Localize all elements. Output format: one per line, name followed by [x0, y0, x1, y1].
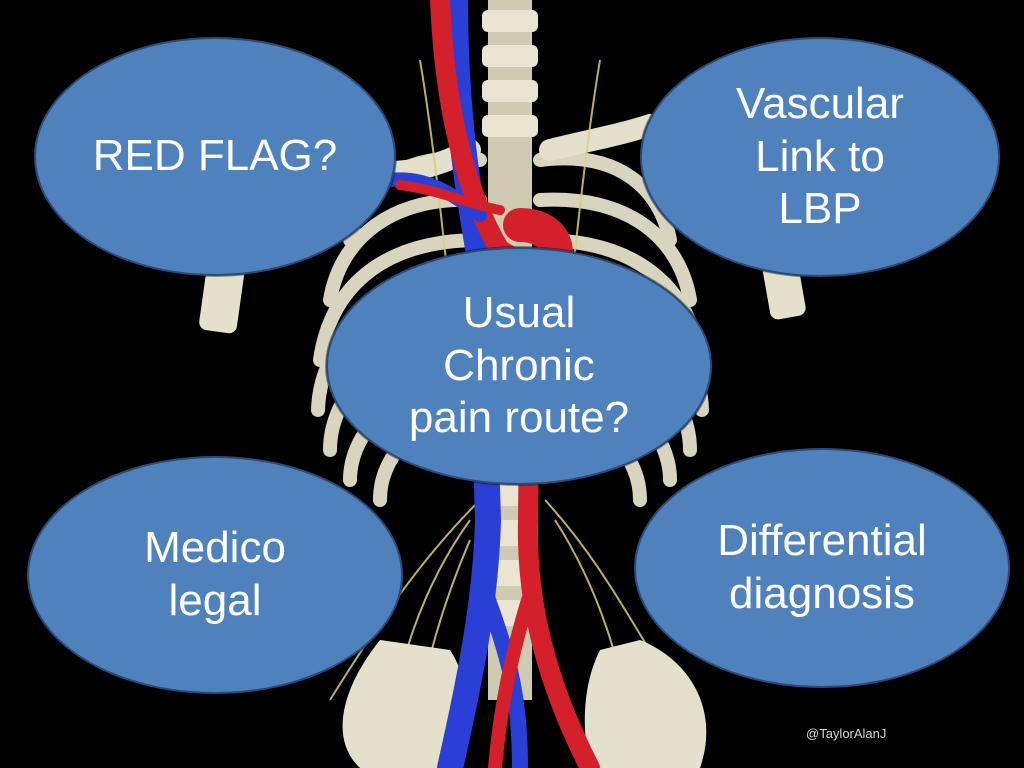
bubble-medico-legal-label: Medico legal	[144, 523, 286, 625]
author-credit: @TaylorAlanJ	[806, 726, 887, 741]
bubble-medico-legal: Medico legal	[27, 456, 403, 694]
bubble-differential-diagnosis: Differential diagnosis	[634, 448, 1010, 688]
bubble-differential-diagnosis-label: Differential diagnosis	[717, 516, 927, 618]
bubble-vascular-link: Vascular Link to LBP	[640, 37, 1000, 277]
bubble-chronic-pain-route: Usual Chronic pain route?	[326, 247, 712, 485]
bubble-vascular-link-label: Vascular Link to LBP	[736, 78, 904, 234]
bubble-red-flag-label: RED FLAG?	[92, 131, 338, 181]
bubble-red-flag: RED FLAG?	[34, 37, 396, 276]
bubble-chronic-pain-route-label: Usual Chronic pain route?	[408, 287, 630, 443]
